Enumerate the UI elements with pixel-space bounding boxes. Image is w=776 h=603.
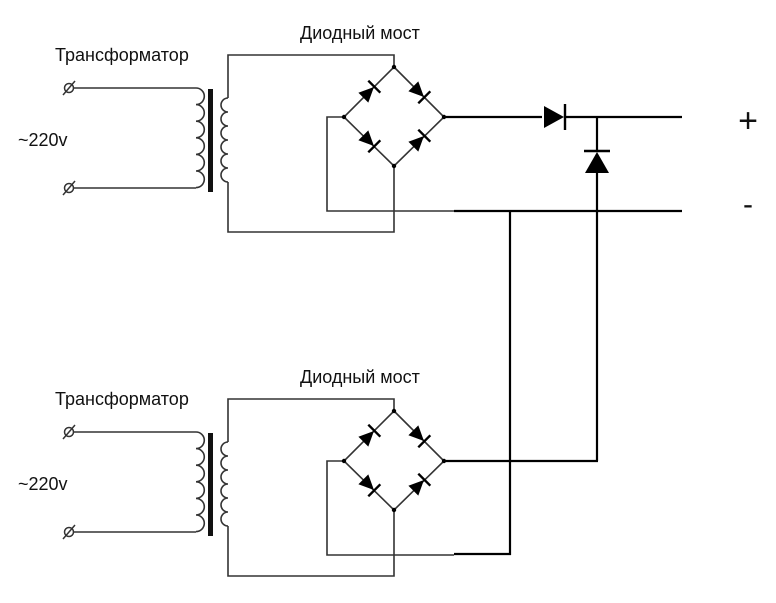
junction-dot (391, 408, 397, 414)
junction-dot (391, 507, 397, 513)
secondary-wire-top (227, 398, 395, 442)
input-terminal-2[interactable] (62, 180, 76, 196)
secondary-wire-bottom (227, 510, 395, 577)
bridge-diode-2 (408, 81, 432, 105)
input-voltage-label: ~220v (18, 474, 68, 494)
rectifier-block-1: Трансформатор Диодный мост ~220v (18, 23, 454, 233)
primary-winding (195, 431, 206, 533)
primary-winding (195, 87, 206, 189)
series-diode (544, 104, 567, 130)
bridge-negative-wire (326, 460, 454, 556)
secondary-wire-top (227, 54, 395, 98)
transformer-core (208, 433, 213, 536)
bridge-diode-4 (408, 472, 432, 496)
terminal-slash-icon (62, 80, 76, 96)
bridge-diode-4 (408, 128, 432, 152)
secondary-wire-bottom (227, 166, 395, 233)
input-terminal-1[interactable] (62, 424, 76, 440)
bridge-negative-wire (326, 116, 454, 212)
bridge-diode-3 (358, 474, 382, 498)
bridge-diode-3 (358, 130, 382, 154)
shunt-diode (584, 149, 610, 173)
terminal-circle-icon (63, 526, 75, 538)
junction-dot (391, 163, 397, 169)
transformer-label: Трансформатор (55, 389, 189, 409)
output-section: + - (446, 102, 758, 556)
terminal-slash-icon (62, 524, 76, 540)
bridge-diode-1 (358, 79, 382, 103)
bridge-label: Диодный мост (300, 367, 420, 387)
terminal-slash-icon (62, 180, 76, 196)
terminal-slash-icon (62, 424, 76, 440)
input-terminal-1[interactable] (62, 80, 76, 96)
minus-label: - (743, 188, 753, 221)
bridge-diode-1 (358, 423, 382, 447)
bridge-label: Диодный мост (300, 23, 420, 43)
junction-dot (341, 114, 347, 120)
junction-dot (391, 64, 397, 70)
bridge-outline (342, 65, 446, 168)
plus-label: + (738, 102, 758, 140)
junction-dot (441, 458, 447, 464)
bridge-outline (342, 409, 446, 512)
terminal-circle-icon (63, 426, 75, 438)
terminal-circle-icon (63, 82, 75, 94)
input-voltage-label: ~220v (18, 130, 68, 150)
secondary-winding (220, 441, 229, 527)
junction-dot (341, 458, 347, 464)
rectifier-block-2: Трансформатор Диодный мост ~220v (18, 367, 454, 577)
terminal-circle-icon (63, 182, 75, 194)
bridge-diode-2 (408, 425, 432, 449)
input-terminal-2[interactable] (62, 524, 76, 540)
transformer-core (208, 89, 213, 192)
junction-dot (441, 114, 447, 120)
secondary-winding (220, 97, 229, 183)
transformer-label: Трансформатор (55, 45, 189, 65)
